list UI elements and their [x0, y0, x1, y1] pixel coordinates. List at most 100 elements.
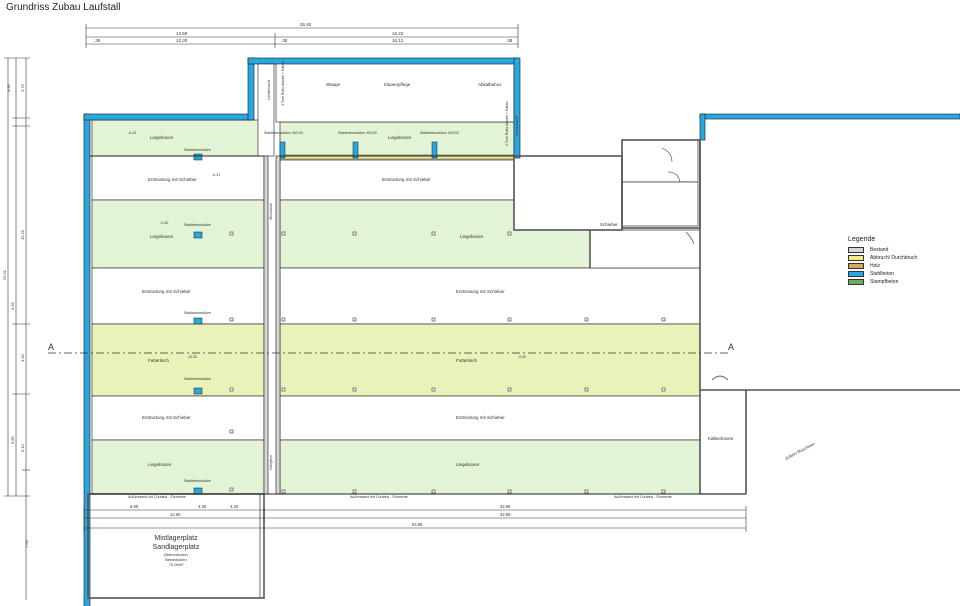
door-swings [661, 147, 729, 381]
mistlager-sub1: (Betondecke) [164, 552, 188, 557]
label-schieber: Schieber [600, 222, 618, 227]
drawing-title: Grundriss Zubau Laufstall [6, 2, 121, 13]
label-waage: Waage [326, 82, 341, 87]
dim-vert-4: 25.61 [2, 269, 7, 280]
label-abkalbebox: Abkalbebox [478, 82, 502, 87]
dim-total: 26.92 [300, 22, 312, 27]
level-e: -0.50 [518, 355, 526, 359]
legend-item-bestand: Bestand [848, 246, 917, 253]
label-futter-2: Futtertisch [456, 358, 478, 363]
label-stahl-1: Stahlbetonstütze [184, 148, 211, 152]
dim-vert-5: 4.95 [10, 301, 15, 310]
dim-left-sub: 12.30 [176, 38, 188, 43]
legend-swatch [848, 254, 864, 261]
dim-right-sub: 16.12 [392, 38, 404, 43]
label-aussen-m: Außenwand mit Curtains - Elemente [350, 495, 408, 499]
legend-item-stahlbeton: Stahlbeton [848, 270, 917, 277]
left-dimensions [4, 57, 30, 600]
label-lichtschacht-l: Lichtschacht [267, 80, 271, 100]
level-d: ±0.00 [188, 355, 197, 359]
label-stahl-5: Stahlbetonstütze [184, 479, 211, 483]
level-a: -0.43 [128, 131, 136, 135]
label-liege-4: Liegeboxen [388, 135, 412, 140]
top-dimensions [85, 24, 519, 48]
label-liege-2: Liegeboxen [150, 234, 174, 239]
legend-label: Stahlbeton [870, 270, 894, 277]
dim-bottom-f: 32.59 [500, 512, 511, 517]
label-door-l: 3 Tore Rollo Abkalb + Kälber [281, 60, 285, 106]
label-kaelberboxen: Kälberboxen [708, 436, 734, 441]
bottom-dimensions [83, 506, 747, 532]
dim-bottom-a: 6.90 [130, 504, 139, 509]
dim-vert-1: 4.95 [6, 83, 11, 92]
legend-heading: Legende [848, 236, 876, 243]
dim-bottom-total: 54.95 [412, 522, 423, 527]
dim-small-a: .35 [94, 38, 101, 43]
label-stichkanal: Stichkanal [269, 203, 273, 220]
label-entmistung-4: Entmistung mit Schieber [382, 177, 431, 182]
label-liege-6: Liegeboxen [456, 462, 480, 467]
label-stahl-8: Stahlbetonstütze 40/100 [420, 131, 459, 135]
legend-item-abbruch: Abbruch/ Durchbruch [848, 254, 917, 261]
dim-bottom-c: 4.20 [230, 504, 239, 509]
mistlager-title: Mistlagerplatz [154, 535, 198, 542]
label-futter-1: Futtertisch [148, 358, 170, 363]
label-entmistung-3: Entmistung mit Schieber [142, 415, 191, 420]
mistlager-sub3: 70,00m² [169, 562, 184, 567]
row-lines [90, 155, 700, 495]
legend-label: Holz [870, 262, 881, 269]
label-liege-5: Liegeboxen [460, 234, 484, 239]
dim-bottom-e: 12.50 [170, 512, 181, 517]
dim-bottom-d: 32.69 [500, 504, 511, 509]
label-zufahrt: Zufahrt Maschinen [784, 441, 816, 461]
sandlager-title: Sandlagerplatz [153, 544, 200, 551]
legend-swatch [848, 262, 864, 269]
label-entmistung-6: Entmistung mit Schieber [456, 415, 505, 420]
dim-vert-9: 7.00 [24, 539, 29, 548]
label-liege-3: Liegeboxen [148, 462, 172, 467]
dim-left: 12.69 [176, 31, 188, 36]
legend-item-stampfbeton: Stampfbeton [848, 278, 917, 285]
dim-vert-8: 5.10 [20, 443, 25, 452]
column-squares [229, 231, 666, 494]
label-aussen-l: Außenwand mit Curtains - Elemente [128, 495, 186, 499]
room-fills [87, 61, 747, 599]
mistlager-sub2: Betonboden [165, 557, 187, 562]
dim-small-c: .38 [506, 38, 513, 43]
legend-swatch [848, 270, 864, 277]
dim-right: 16.22 [392, 31, 404, 36]
dim-vert-7: 6.85 [10, 435, 15, 444]
label-lichtschacht-r: Lichtschacht [515, 116, 519, 136]
dim-vert-6: 3.60 [20, 353, 25, 362]
label-door-r: 2 Tore Rollo Abkalb + Kälber [505, 100, 509, 146]
dim-bottom-b: 4.25 [198, 504, 207, 509]
dim-vert-3: 15.25 [20, 229, 25, 240]
level-c: -0.40 [160, 221, 168, 225]
label-stahl-6: Stahlbetonstütze 40/100 [264, 131, 303, 135]
label-ganglinie: Gänglinie [269, 455, 273, 470]
label-stahl-4: Stahlbetonstütze [184, 377, 211, 381]
label-aussen-r: Außenwand mit Curtains - Elemente [614, 495, 672, 499]
label-liege-1: Liegeboxen [150, 135, 174, 140]
legend-swatch [848, 246, 864, 253]
label-klauenpflege: Klauenpflege [384, 82, 411, 87]
label-entmistung-5: Entmistung mit Schieber [456, 289, 505, 294]
label-stahl-3: Stahlbetonstütze [184, 311, 211, 315]
legend: Legende Bestand Abbruch/ Durchbruch Holz… [848, 236, 917, 286]
label-entmistung-1: Entmistung mit Schieber [148, 177, 197, 182]
label-entmistung-2: Entmistung mit Schieber [142, 289, 191, 294]
wall-column-markers [193, 141, 438, 495]
existing-walls [87, 139, 960, 599]
legend-label: Bestand [870, 246, 889, 253]
legend-label: Abbruch/ Durchbruch [870, 254, 918, 261]
section-label-left: A [48, 342, 54, 352]
concrete-walls [83, 57, 960, 606]
dim-small-b: .38 [281, 38, 288, 43]
legend-label: Stampfbeton [870, 278, 899, 285]
dim-vert-2: 3.75 [20, 83, 25, 92]
legend-item-holz: Holz [848, 262, 917, 269]
section-label-right: A [728, 342, 734, 352]
legend-swatch [848, 278, 864, 285]
level-b: -0.31 [212, 173, 220, 177]
